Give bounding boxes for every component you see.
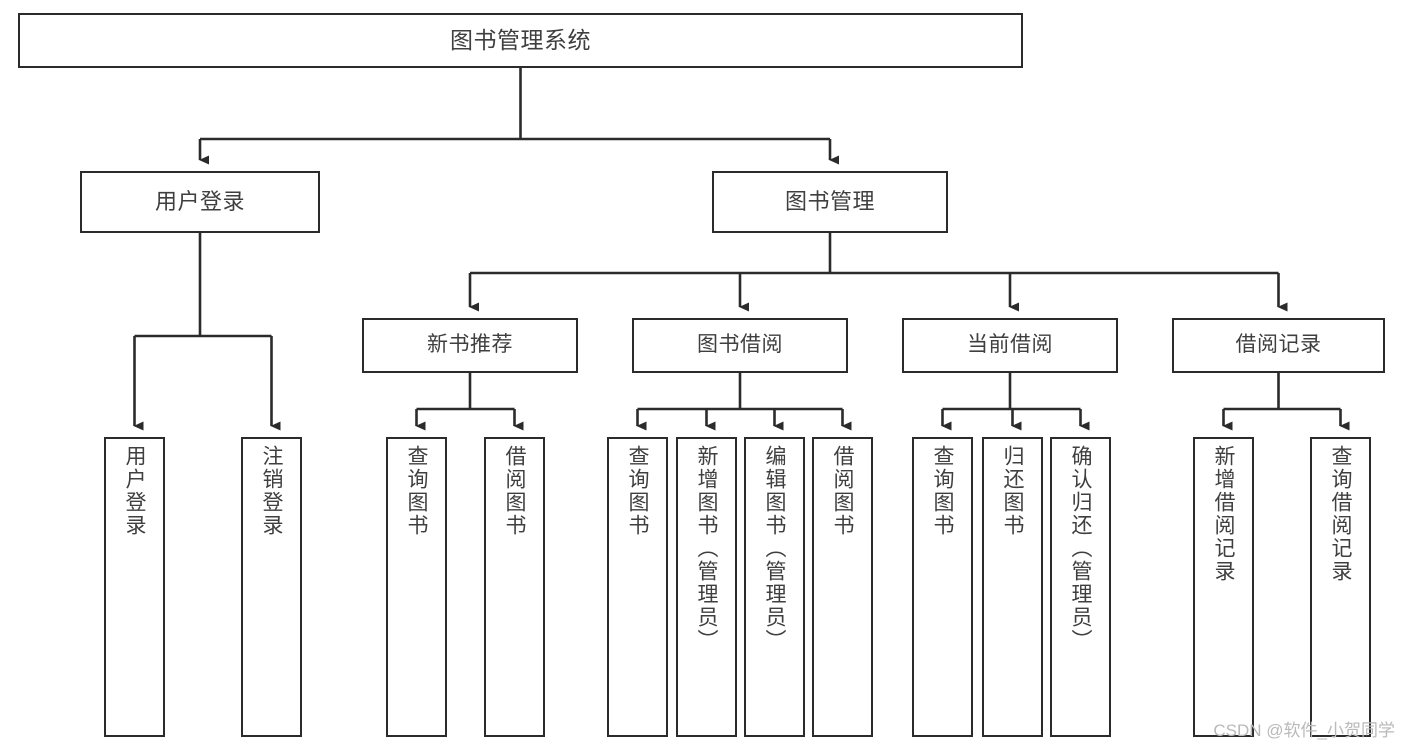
node-leaf-borrow-book-2-label: 借阅图书 <box>831 445 854 537</box>
node-new-book-recommend[interactable]: 新书推荐 <box>362 318 578 373</box>
node-borrow-record-label: 借阅记录 <box>1235 333 1322 357</box>
node-leaf-logout-login-label: 注销登录 <box>260 445 283 537</box>
node-leaf-return-book[interactable]: 归还图书 <box>982 437 1043 737</box>
node-leaf-borrow-book-2[interactable]: 借阅图书 <box>812 437 873 737</box>
node-leaf-add-record-label: 新增借阅记录 <box>1212 445 1235 583</box>
node-leaf-return-book-label: 归还图书 <box>1001 445 1024 537</box>
node-current-borrow-label: 当前借阅 <box>967 333 1053 357</box>
node-book-management[interactable]: 图书管理 <box>712 171 948 233</box>
node-user-login-label: 用户登录 <box>154 189 245 215</box>
node-leaf-edit-book[interactable]: 编辑图书（管理员） <box>744 437 805 737</box>
node-leaf-query-book-2-label: 查询图书 <box>626 445 649 537</box>
node-book-borrow[interactable]: 图书借阅 <box>632 318 848 373</box>
node-root-system[interactable]: 图书管理系统 <box>18 13 1023 68</box>
node-new-book-recommend-label: 新书推荐 <box>427 333 513 357</box>
node-leaf-query-record[interactable]: 查询借阅记录 <box>1310 437 1371 737</box>
node-leaf-add-record[interactable]: 新增借阅记录 <box>1193 437 1254 737</box>
node-leaf-add-book-label: 新增图书（管理员） <box>695 445 718 652</box>
node-leaf-query-book-2[interactable]: 查询图书 <box>607 437 668 737</box>
node-leaf-borrow-book-1[interactable]: 借阅图书 <box>484 437 545 737</box>
node-borrow-record[interactable]: 借阅记录 <box>1172 318 1385 373</box>
node-root-system-label: 图书管理系统 <box>450 27 591 54</box>
node-leaf-confirm-return[interactable]: 确认归还（管理员） <box>1050 437 1111 737</box>
node-current-borrow[interactable]: 当前借阅 <box>902 318 1118 373</box>
node-book-borrow-label: 图书借阅 <box>697 333 783 357</box>
node-user-login[interactable]: 用户登录 <box>80 171 320 233</box>
node-leaf-add-book[interactable]: 新增图书（管理员） <box>676 437 737 737</box>
node-leaf-query-book-3-label: 查询图书 <box>931 445 954 537</box>
node-leaf-edit-book-label: 编辑图书（管理员） <box>763 445 786 652</box>
node-leaf-query-record-label: 查询借阅记录 <box>1329 445 1352 583</box>
node-leaf-query-book-3[interactable]: 查询图书 <box>912 437 973 737</box>
node-leaf-confirm-return-label: 确认归还（管理员） <box>1069 445 1092 652</box>
node-leaf-logout-login[interactable]: 注销登录 <box>241 437 302 737</box>
node-book-management-label: 图书管理 <box>784 189 875 215</box>
node-leaf-query-book-1[interactable]: 查询图书 <box>386 437 447 737</box>
node-leaf-user-login[interactable]: 用户登录 <box>104 437 165 737</box>
node-leaf-query-book-1-label: 查询图书 <box>405 445 428 537</box>
node-leaf-user-login-label: 用户登录 <box>123 445 146 537</box>
node-leaf-borrow-book-1-label: 借阅图书 <box>503 445 526 537</box>
